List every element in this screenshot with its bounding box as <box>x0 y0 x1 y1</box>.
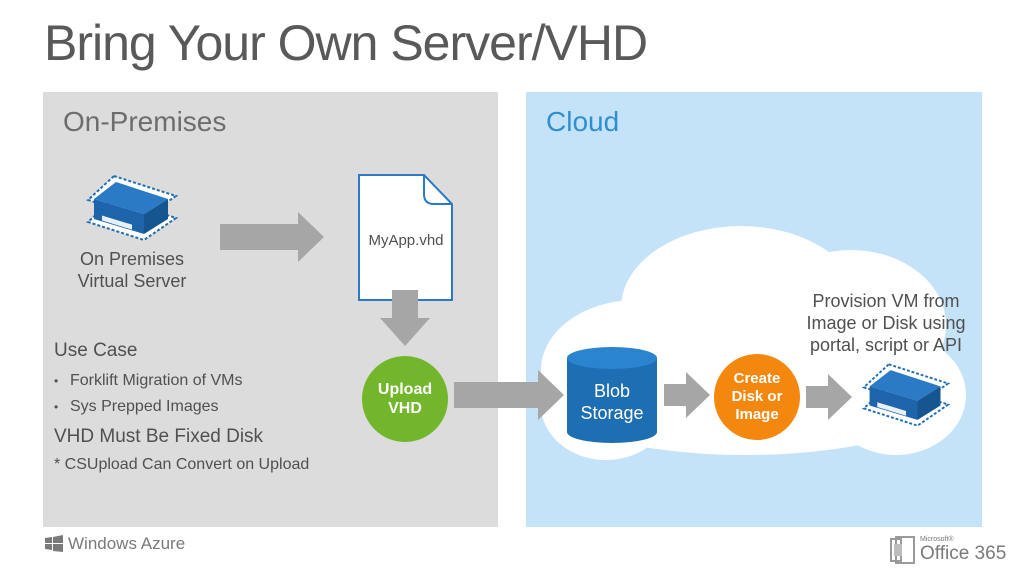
file-label: MyApp.vhd <box>368 232 444 249</box>
create-circle-line1: Create <box>733 370 781 387</box>
office-365-text: Office 365 <box>920 543 1007 564</box>
use-case-item: Sys Prepped Images <box>70 398 219 415</box>
use-case-heading: Use Case <box>54 340 138 361</box>
arrow-right-icon <box>664 372 710 418</box>
list-item: •Sys Prepped Images <box>54 398 219 415</box>
provision-line3: portal, script or API <box>809 335 963 355</box>
microsoft-text: Microsoft® <box>920 536 954 543</box>
windows-azure-logo: Windows Azure <box>44 534 185 554</box>
database-icon <box>567 347 657 443</box>
arrow-down-icon <box>380 290 430 346</box>
arrow-right-icon <box>454 370 564 420</box>
list-item: •Forklift Migration of VMs <box>54 372 243 389</box>
use-case-section: Use Case •Forklift Migration of VMs •Sys… <box>54 340 309 476</box>
provision-line2: Image or Disk using <box>806 313 966 333</box>
create-circle-line3: Image <box>735 406 779 423</box>
provision-line1: Provision VM from <box>812 291 960 311</box>
on-premises-panel: On-Premises <box>43 92 498 527</box>
upload-circle-line1: Upload <box>377 381 433 398</box>
windows-azure-text: Windows Azure <box>68 534 186 553</box>
upload-vhd-step: Upload VHD <box>362 356 448 442</box>
server-icon <box>861 363 951 427</box>
arrow-right-icon <box>806 374 852 420</box>
use-case-list: •Forklift Migration of VMs •Sys Prepped … <box>54 368 309 420</box>
create-circle-line2: Disk or <box>731 388 783 405</box>
create-disk-step: Create Disk or Image <box>714 354 800 440</box>
office-365-logo: Microsoft® Office 365 <box>890 536 1006 564</box>
server-label-line1: On Premises <box>79 249 185 269</box>
server-label-line2: Virtual Server <box>77 271 187 291</box>
provision-label: Provision VM from Image or Disk using po… <box>786 290 986 356</box>
document-icon <box>358 174 453 301</box>
windows-logo-icon <box>45 535 63 552</box>
upload-circle-line2: VHD <box>388 400 422 417</box>
cloud-title: Cloud <box>546 106 620 137</box>
fixed-disk-heading: VHD Must Be Fixed Disk <box>54 426 264 447</box>
blob-label-line1: Blob <box>593 381 631 401</box>
server-icon <box>86 174 179 242</box>
office-logo-icon <box>890 536 915 564</box>
server-label: On Premises Virtual Server <box>62 248 202 292</box>
blob-storage-label: Blob Storage <box>566 380 658 424</box>
blob-label-line2: Storage <box>580 403 644 423</box>
on-premises-title: On-Premises <box>63 106 227 137</box>
use-case-item: Forklift Migration of VMs <box>70 372 243 389</box>
csupload-note: * CSUpload Can Convert on Upload <box>54 456 310 473</box>
arrow-right-icon <box>220 212 324 262</box>
page-title: Bring Your Own Server/VHD <box>44 15 648 71</box>
